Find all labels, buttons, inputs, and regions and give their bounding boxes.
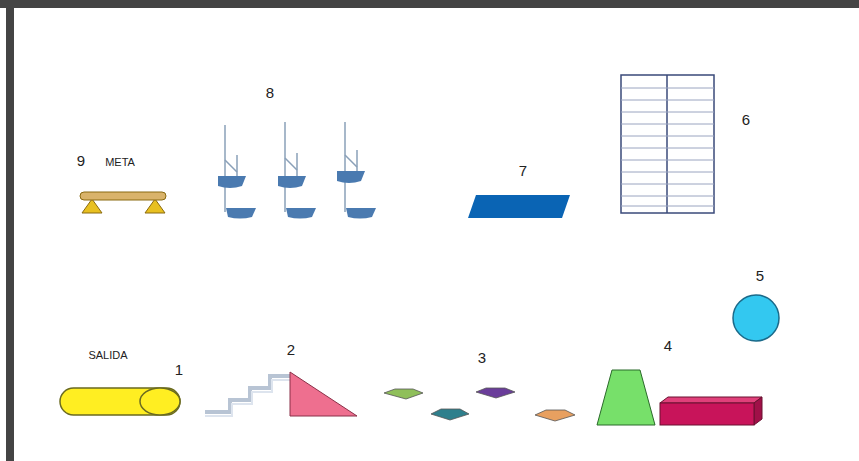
stairs-ramp xyxy=(205,372,357,416)
wall-ladder xyxy=(621,75,714,213)
callout-number: 5 xyxy=(756,268,764,283)
station-label: SALIDA xyxy=(88,350,127,361)
station-label: META xyxy=(105,157,135,168)
tunnel xyxy=(60,388,180,415)
ball xyxy=(733,295,779,341)
callout-number: 2 xyxy=(287,342,295,357)
callout-number: 4 xyxy=(664,338,672,353)
callout-number: 9 xyxy=(77,153,85,168)
callout-number: 3 xyxy=(478,350,486,365)
callout-number: 1 xyxy=(175,362,183,377)
callout-number: 8 xyxy=(266,85,274,100)
mat xyxy=(468,195,570,218)
balance-beam xyxy=(80,192,166,213)
callout-number: 7 xyxy=(519,163,527,178)
frame-top xyxy=(0,0,859,8)
stepping-stones xyxy=(384,388,575,421)
callout-number: 6 xyxy=(742,112,750,127)
hurdle-stands xyxy=(218,122,376,219)
frame-left xyxy=(6,0,14,461)
vault-box-bench xyxy=(597,370,762,425)
